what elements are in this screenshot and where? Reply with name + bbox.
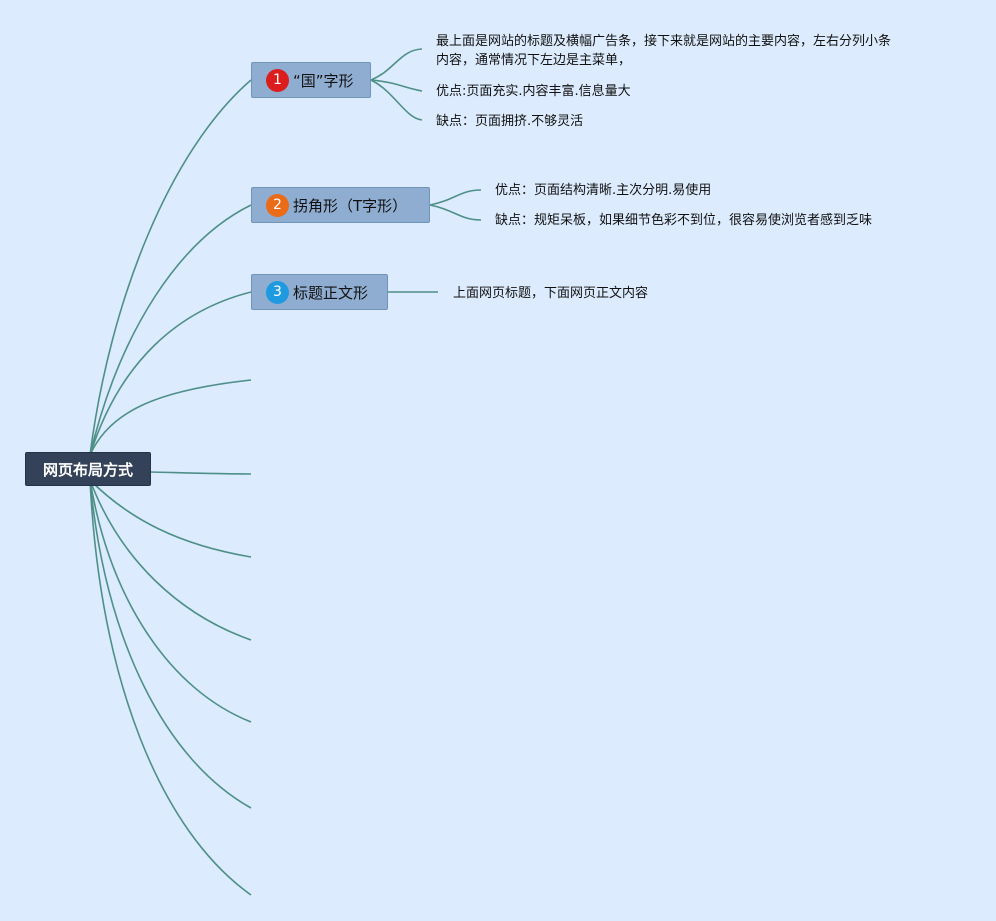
connector-root-empty-5 bbox=[89, 479, 252, 723]
leaf-node-3-1[interactable]: 上面网页标题，下面网页正文内容 bbox=[453, 286, 649, 301]
leaf-node-1-1[interactable]: 最上面是网站的标题及横幅广告条，接下来就是网站的主要内容，左右分列小条 内容，通… bbox=[436, 32, 891, 70]
branch-topic-1[interactable]: 1 “国”字形 bbox=[251, 62, 371, 98]
connector-root-empty-7 bbox=[89, 479, 252, 896]
number-badge-2: 2 bbox=[266, 193, 289, 217]
connector-root-branch-1 bbox=[89, 79, 252, 456]
connector-b2-child-1 bbox=[429, 189, 482, 206]
branch-topic-2-label: 拐角形（T字形） bbox=[293, 196, 408, 215]
connector-root-branch-2 bbox=[89, 204, 252, 456]
connector-b2-child-2 bbox=[429, 204, 482, 221]
leaf-node-1-1-line-1: 最上面是网站的标题及横幅广告条，接下来就是网站的主要内容，左右分列小条 bbox=[436, 34, 892, 49]
branch-topic-3[interactable]: 3 标题正文形 bbox=[251, 274, 388, 310]
connector-root-empty-3 bbox=[89, 479, 252, 558]
number-badge-3: 3 bbox=[266, 280, 289, 304]
branch-topic-1-label: “国”字形 bbox=[293, 71, 354, 90]
connector-root-empty-4 bbox=[89, 479, 252, 641]
connector-root-empty-1 bbox=[89, 379, 252, 456]
leaf-node-1-1-line-2: 内容，通常情况下左边是主菜单， bbox=[436, 53, 632, 68]
branch-topic-2[interactable]: 2 拐角形（T字形） bbox=[251, 187, 430, 223]
root-topic-label: 网页布局方式 bbox=[42, 460, 133, 479]
connector-b1-child-3 bbox=[370, 79, 423, 121]
connector-root-empty-6 bbox=[89, 479, 252, 809]
leaf-node-1-3[interactable]: 缺点：页面拥挤.不够灵活 bbox=[436, 114, 584, 129]
connector-lines bbox=[89, 48, 482, 896]
connector-b1-child-2 bbox=[370, 79, 423, 92]
root-topic[interactable]: 网页布局方式 bbox=[25, 452, 151, 486]
number-badge-1: 1 bbox=[266, 68, 289, 92]
branch-topic-3-label: 标题正文形 bbox=[293, 283, 369, 302]
leaf-node-2-1[interactable]: 优点：页面结构清晰.主次分明.易使用 bbox=[495, 183, 712, 198]
connector-b1-child-1 bbox=[370, 48, 423, 81]
leaf-node-1-2[interactable]: 优点:页面充实.内容丰富.信息量大 bbox=[436, 84, 631, 99]
connector-root-empty-2 bbox=[149, 471, 252, 475]
leaf-node-2-2[interactable]: 缺点：规矩呆板，如果细节色彩不到位，很容易使浏览者感到乏味 bbox=[495, 213, 873, 228]
connector-root-branch-3 bbox=[89, 291, 252, 456]
